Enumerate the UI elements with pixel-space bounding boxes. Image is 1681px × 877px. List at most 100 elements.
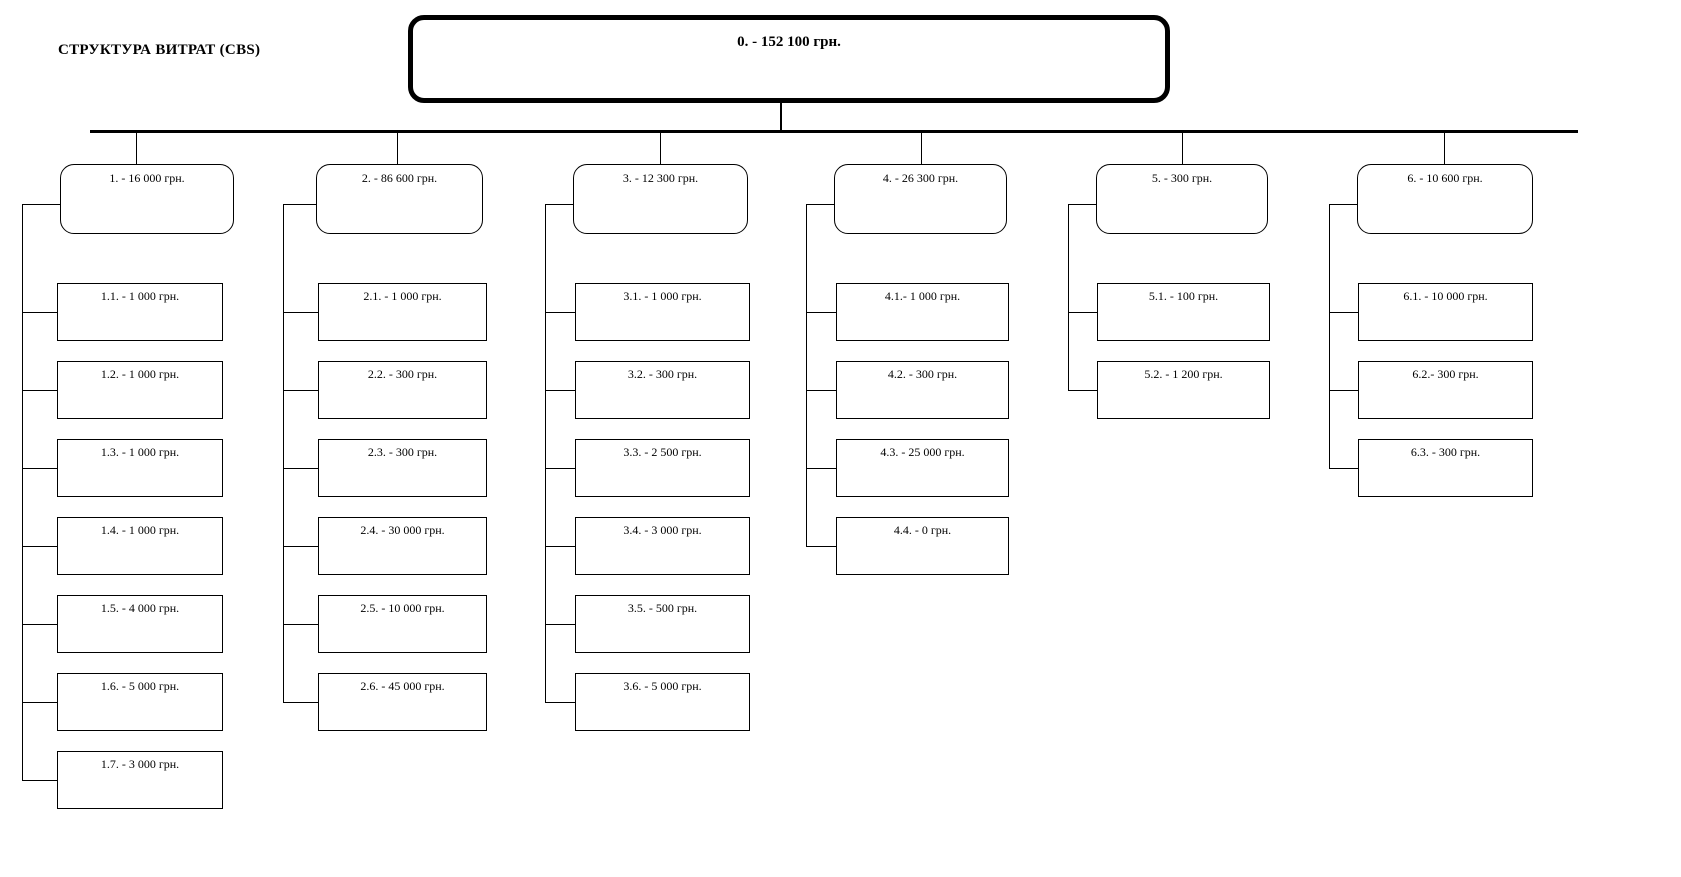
level2-node-3-5[interactable]: 3.5. - 500 грн. xyxy=(575,595,750,653)
level2-elbow-5-2 xyxy=(1068,390,1097,391)
level2-node-label: 4.3. - 25 000 грн. xyxy=(880,445,965,459)
level1-elbow-1 xyxy=(22,204,60,205)
level2-node-label: 2.4. - 30 000 грн. xyxy=(360,523,445,537)
level2-node-3-4[interactable]: 3.4. - 3 000 грн. xyxy=(575,517,750,575)
level1-node-3[interactable]: 3. - 12 300 грн. xyxy=(573,164,748,234)
level2-node-2-5[interactable]: 2.5. - 10 000 грн. xyxy=(318,595,487,653)
level2-elbow-4-3 xyxy=(806,468,836,469)
level2-elbow-5-1 xyxy=(1068,312,1097,313)
level2-node-label: 3.1. - 1 000 грн. xyxy=(623,289,702,303)
column-stem-connector-2 xyxy=(397,130,398,164)
level1-elbow-5 xyxy=(1068,204,1096,205)
level2-elbow-1-7 xyxy=(22,780,57,781)
level2-node-3-1[interactable]: 3.1. - 1 000 грн. xyxy=(575,283,750,341)
level2-elbow-4-1 xyxy=(806,312,836,313)
level2-node-1-5[interactable]: 1.5. - 4 000 грн. xyxy=(57,595,223,653)
level2-elbow-3-6 xyxy=(545,702,575,703)
level2-node-1-4[interactable]: 1.4. - 1 000 грн. xyxy=(57,517,223,575)
column-trunk-1 xyxy=(22,204,23,780)
level1-elbow-4 xyxy=(806,204,834,205)
level2-node-3-2[interactable]: 3.2. - 300 грн. xyxy=(575,361,750,419)
level2-elbow-3-3 xyxy=(545,468,575,469)
level2-node-label: 1.1. - 1 000 грн. xyxy=(100,289,180,303)
level2-node-label: 2.3. - 300 грн. xyxy=(367,445,438,459)
column-trunk-6 xyxy=(1329,204,1330,468)
level2-elbow-2-1 xyxy=(283,312,318,313)
level1-node-6[interactable]: 6. - 10 600 грн. xyxy=(1357,164,1533,234)
root-stem-connector xyxy=(780,103,782,130)
level2-node-label: 2.6. - 45 000 грн. xyxy=(360,679,445,693)
level2-node-3-3[interactable]: 3.3. - 2 500 грн. xyxy=(575,439,750,497)
level2-node-1-2[interactable]: 1.2. - 1 000 грн. xyxy=(57,361,223,419)
level2-elbow-3-4 xyxy=(545,546,575,547)
level2-node-label: 1.6. - 5 000 грн. xyxy=(100,679,180,693)
level2-elbow-3-2 xyxy=(545,390,575,391)
level1-node-label: 2. - 86 600 грн. xyxy=(361,171,438,185)
level2-node-1-6[interactable]: 1.6. - 5 000 грн. xyxy=(57,673,223,731)
column-trunk-4 xyxy=(806,204,807,546)
level2-node-label: 5.2. - 1 200 грн. xyxy=(1144,367,1223,381)
level2-node-2-3[interactable]: 2.3. - 300 грн. xyxy=(318,439,487,497)
level2-node-label: 4.4. - 0 грн. xyxy=(893,523,952,537)
level2-elbow-1-6 xyxy=(22,702,57,703)
level2-elbow-6-3 xyxy=(1329,468,1358,469)
column-stem-connector-5 xyxy=(1182,130,1183,164)
level1-node-2[interactable]: 2. - 86 600 грн. xyxy=(316,164,483,234)
column-stem-connector-1 xyxy=(136,130,137,164)
level1-node-label: 6. - 10 600 грн. xyxy=(1407,171,1483,185)
level1-node-1[interactable]: 1. - 16 000 грн. xyxy=(60,164,234,234)
level1-node-4[interactable]: 4. - 26 300 грн. xyxy=(834,164,1007,234)
root-node[interactable]: 0. - 152 100 грн. xyxy=(408,15,1170,103)
level2-elbow-3-1 xyxy=(545,312,575,313)
level2-node-label: 1.5. - 4 000 грн. xyxy=(100,601,180,615)
level2-node-label: 2.5. - 10 000 грн. xyxy=(360,601,445,615)
level2-node-4-1[interactable]: 4.1.- 1 000 грн. xyxy=(836,283,1009,341)
level2-node-6-1[interactable]: 6.1. - 10 000 грн. xyxy=(1358,283,1533,341)
level2-elbow-2-2 xyxy=(283,390,318,391)
level2-node-6-2[interactable]: 6.2.- 300 грн. xyxy=(1358,361,1533,419)
level2-node-4-3[interactable]: 4.3. - 25 000 грн. xyxy=(836,439,1009,497)
level2-elbow-1-3 xyxy=(22,468,57,469)
level2-node-4-2[interactable]: 4.2. - 300 грн. xyxy=(836,361,1009,419)
level2-elbow-1-4 xyxy=(22,546,57,547)
level2-elbow-4-2 xyxy=(806,390,836,391)
level2-elbow-1-2 xyxy=(22,390,57,391)
level2-elbow-1-1 xyxy=(22,312,57,313)
level2-node-5-1[interactable]: 5.1. - 100 грн. xyxy=(1097,283,1270,341)
level2-node-label: 2.2. - 300 грн. xyxy=(367,367,438,381)
level2-node-label: 3.4. - 3 000 грн. xyxy=(623,523,702,537)
level2-node-2-6[interactable]: 2.6. - 45 000 грн. xyxy=(318,673,487,731)
level2-node-3-6[interactable]: 3.6. - 5 000 грн. xyxy=(575,673,750,731)
level1-node-5[interactable]: 5. - 300 грн. xyxy=(1096,164,1268,234)
level2-node-label: 1.3. - 1 000 грн. xyxy=(100,445,180,459)
level2-node-2-4[interactable]: 2.4. - 30 000 грн. xyxy=(318,517,487,575)
level2-node-label: 2.1. - 1 000 грн. xyxy=(363,289,442,303)
level2-node-label: 5.1. - 100 грн. xyxy=(1148,289,1219,303)
level2-node-label: 1.4. - 1 000 грн. xyxy=(100,523,180,537)
level2-node-1-1[interactable]: 1.1. - 1 000 грн. xyxy=(57,283,223,341)
column-stem-connector-4 xyxy=(921,130,922,164)
level2-elbow-6-1 xyxy=(1329,312,1358,313)
level2-node-label: 3.2. - 300 грн. xyxy=(627,367,698,381)
level2-node-2-2[interactable]: 2.2. - 300 грн. xyxy=(318,361,487,419)
level1-node-label: 1. - 16 000 грн. xyxy=(109,171,185,185)
level2-node-5-2[interactable]: 5.2. - 1 200 грн. xyxy=(1097,361,1270,419)
level2-node-label: 6.1. - 10 000 грн. xyxy=(1403,289,1488,303)
level2-node-6-3[interactable]: 6.3. - 300 грн. xyxy=(1358,439,1533,497)
level2-node-1-7[interactable]: 1.7. - 3 000 грн. xyxy=(57,751,223,809)
level2-node-4-4[interactable]: 4.4. - 0 грн. xyxy=(836,517,1009,575)
column-trunk-5 xyxy=(1068,204,1069,390)
level2-elbow-4-4 xyxy=(806,546,836,547)
distributor-bar xyxy=(90,130,1578,133)
diagram-title: СТРУКТУРА ВИТРАТ (CBS) xyxy=(58,42,261,58)
level2-elbow-6-2 xyxy=(1329,390,1358,391)
level2-node-2-1[interactable]: 2.1. - 1 000 грн. xyxy=(318,283,487,341)
level2-node-1-3[interactable]: 1.3. - 1 000 грн. xyxy=(57,439,223,497)
column-stem-connector-3 xyxy=(660,130,661,164)
level1-node-label: 5. - 300 грн. xyxy=(1151,171,1213,185)
level2-node-label: 3.6. - 5 000 грн. xyxy=(623,679,702,693)
level2-elbow-3-5 xyxy=(545,624,575,625)
column-stem-connector-6 xyxy=(1444,130,1445,164)
level2-node-label: 3.3. - 2 500 грн. xyxy=(623,445,702,459)
